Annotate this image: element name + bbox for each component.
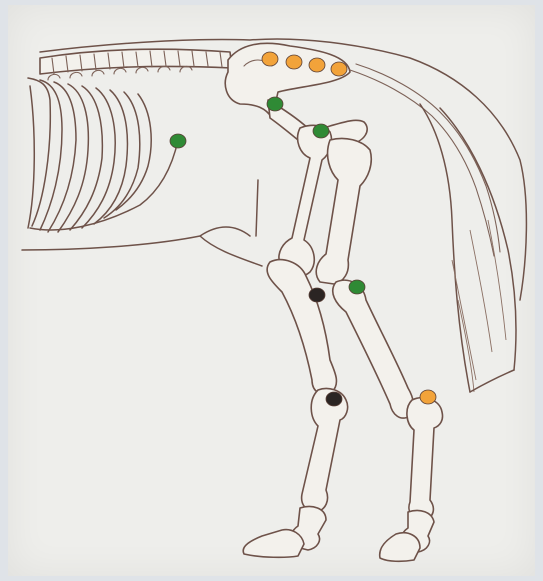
marker-orange-1	[262, 52, 278, 66]
tail-hair	[420, 104, 516, 392]
marker-black-stifle	[309, 288, 325, 302]
ribcage	[28, 78, 178, 232]
marker-green-ribs	[170, 134, 186, 148]
marker-orange-4	[331, 62, 347, 76]
femur	[279, 125, 332, 277]
spine	[40, 49, 232, 80]
marker-green-femur	[313, 124, 329, 138]
marker-orange-hock	[420, 390, 436, 404]
marker-orange-3	[309, 58, 325, 72]
marker-black-front-cannon	[326, 392, 342, 406]
marker-orange-2	[286, 55, 302, 69]
marker-green-stifle	[349, 280, 365, 294]
hooves	[243, 507, 434, 562]
marker-green-hip	[267, 97, 283, 111]
tail-vertebrae	[350, 64, 500, 256]
cannon-bones	[302, 388, 443, 520]
